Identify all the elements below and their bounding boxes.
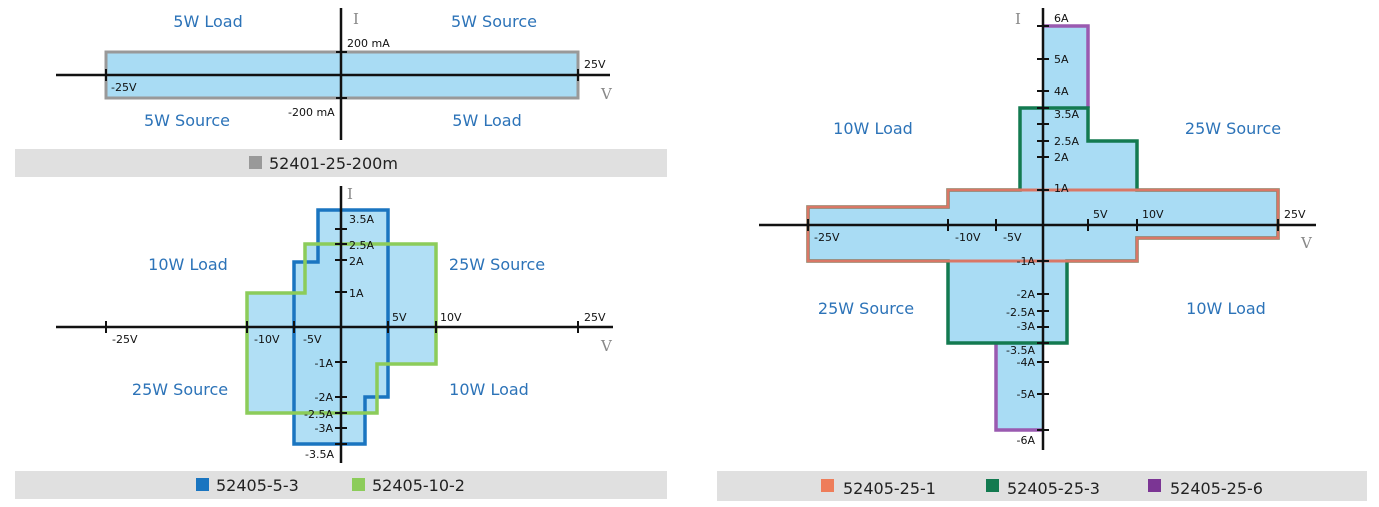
- tick-label: -10V: [254, 333, 280, 346]
- tick-label: -25V: [111, 81, 137, 94]
- region-label: 25W Source: [132, 380, 228, 399]
- legend-swatch: [196, 478, 209, 491]
- legend-label: 52405-25-3: [1007, 479, 1100, 498]
- tick-label: -1A: [1017, 255, 1036, 268]
- tick-label: 2A: [1054, 151, 1069, 164]
- region-label: 25W Source: [818, 299, 914, 318]
- legend-label: 52405-5-3: [216, 476, 299, 495]
- tick-label: 10V: [1142, 208, 1164, 221]
- legend-bar: [15, 471, 667, 499]
- tick-label: 6A: [1054, 12, 1069, 25]
- region-label: 10W Load: [449, 380, 529, 399]
- legend-swatch: [986, 479, 999, 492]
- legend-swatch: [249, 156, 262, 169]
- tick-label: -10V: [955, 231, 981, 244]
- legend-label: 52405-10-2: [372, 476, 465, 495]
- tick-label: -5V: [303, 333, 322, 346]
- tick-label: 200 mA: [347, 37, 390, 50]
- operating-area-green: [245, 242, 438, 415]
- region-label: 25W Source: [1185, 119, 1281, 138]
- tick-label: -5V: [1003, 231, 1022, 244]
- tick-label: 5V: [1093, 208, 1108, 221]
- tick-label: -2A: [1017, 288, 1036, 301]
- i-axis-label: I: [353, 10, 359, 28]
- region-label: 10W Load: [148, 255, 228, 274]
- legend-swatch: [1148, 479, 1161, 492]
- tick-label: 25V: [584, 58, 606, 71]
- tick-label: 2.5A: [349, 239, 374, 252]
- v-ticks: [807, 219, 1279, 231]
- operating-area-blue: [292, 208, 390, 446]
- region-label: 5W Source: [451, 12, 537, 31]
- tick-label: -2A: [315, 391, 334, 404]
- v-axis-label: V: [600, 337, 613, 355]
- operating-area-purple: [1043, 24, 1090, 108]
- v-axis-label: V: [1300, 234, 1313, 252]
- tick-label: -6A: [1017, 434, 1036, 447]
- tick-label: -200 mA: [288, 106, 335, 119]
- region-label: 10W Load: [1186, 299, 1266, 318]
- tick-label: 3.5A: [1054, 108, 1079, 121]
- legend-bar: [15, 149, 667, 177]
- i-ticks: [1037, 25, 1049, 431]
- tick-label: 4A: [1054, 85, 1069, 98]
- tick-label: 5V: [392, 311, 407, 324]
- legend-label: 52401-25-200m: [269, 154, 398, 173]
- region-label: 5W Source: [144, 111, 230, 130]
- tick-label: -3.5A: [305, 448, 334, 461]
- tick-label: 2A: [349, 255, 364, 268]
- tick-label: -2.5A: [1006, 306, 1035, 319]
- tick-label: 1A: [1054, 182, 1069, 195]
- tick-label: 25V: [1284, 208, 1306, 221]
- panel-200m: I V 5W Load 5W Source 5W Source 5W Load …: [15, 8, 667, 177]
- tick-label: -25V: [112, 333, 138, 346]
- area-fill-purple: [1043, 26, 1088, 108]
- legend-label: 52405-25-1: [843, 479, 936, 498]
- tick-label: -3.5A: [1006, 344, 1035, 357]
- legend-label: 52405-25-6: [1170, 479, 1263, 498]
- region-label: 5W Load: [173, 12, 242, 31]
- region-label: 5W Load: [452, 111, 521, 130]
- tick-label: 2.5A: [1054, 135, 1079, 148]
- i-axis-label: I: [347, 185, 353, 203]
- i-ticks: [335, 228, 347, 445]
- panel-5-10: I V 10W Load 25W Source 25W Source 10W L…: [15, 185, 667, 499]
- i-axis-label: I: [1015, 10, 1021, 28]
- tick-label: 25V: [584, 311, 606, 324]
- tick-label: -5A: [1017, 388, 1036, 401]
- tick-label: -2.5A: [304, 408, 333, 421]
- tick-label: -25V: [814, 231, 840, 244]
- operating-area-purple-lower: [994, 343, 1043, 432]
- tick-label: 1A: [349, 287, 364, 300]
- tick-label: 10V: [440, 311, 462, 324]
- tick-label: -3A: [1017, 320, 1036, 333]
- region-label: 10W Load: [833, 119, 913, 138]
- tick-label: 3.5A: [349, 213, 374, 226]
- tick-label: -3A: [315, 422, 334, 435]
- legend-swatch: [352, 478, 365, 491]
- panel-25: I V 10W Load 25W Source 25W Source 10W L…: [717, 8, 1367, 501]
- v-axis-label: V: [600, 85, 613, 103]
- legend-swatch: [821, 479, 834, 492]
- tick-label: -1A: [315, 357, 334, 370]
- tick-label: -4A: [1017, 356, 1036, 369]
- v-ticks: [105, 321, 579, 333]
- tick-label: 5A: [1054, 53, 1069, 66]
- region-label: 25W Source: [449, 255, 545, 274]
- operating-area-orange: [806, 188, 1280, 263]
